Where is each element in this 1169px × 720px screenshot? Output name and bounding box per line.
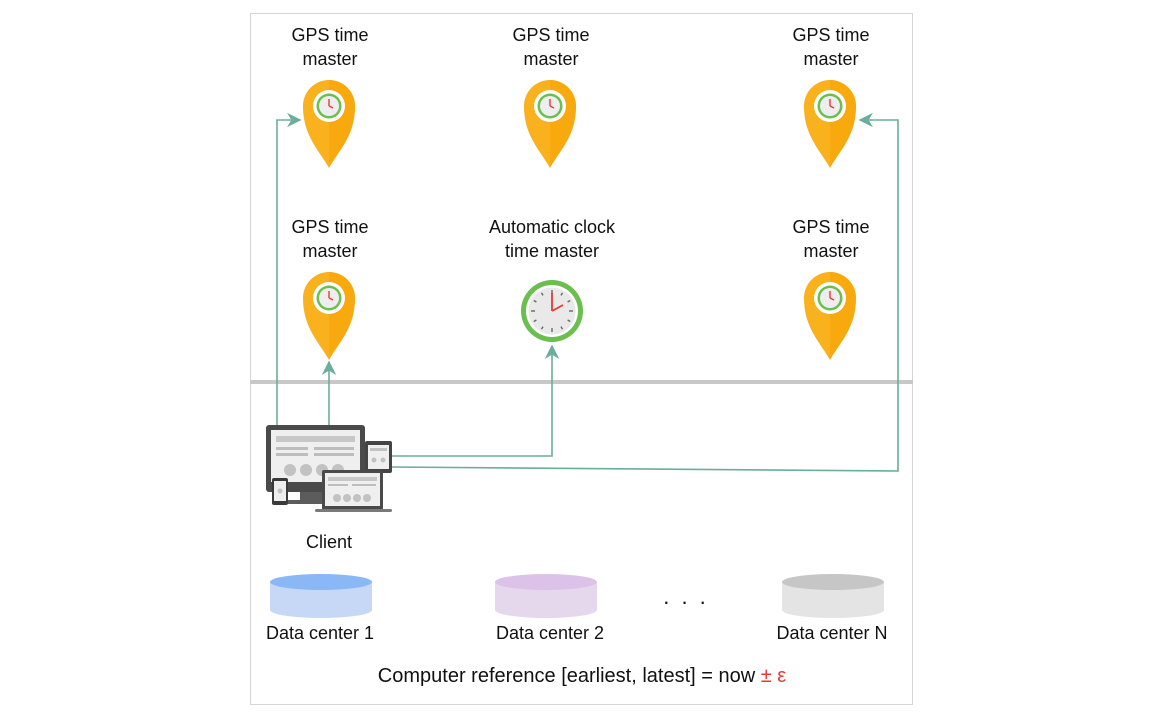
map-pin-icon <box>302 79 356 169</box>
database-icon <box>270 574 372 618</box>
uncertainty-symbol: ± ε <box>760 665 787 687</box>
datacenter-label: Data center N <box>776 623 888 643</box>
gps-master-label: GPS time master <box>291 25 369 69</box>
caption: Computer reference [earliest, latest] = … <box>378 665 786 688</box>
divider-line <box>250 380 913 384</box>
map-pin-icon <box>803 79 857 169</box>
datacenter-label: Data center 1 <box>265 623 375 643</box>
datacenter-label: Data center 2 <box>495 623 605 643</box>
arrow-to-top-right-master <box>391 112 899 472</box>
database-icon <box>495 574 597 618</box>
clock-master-label: Automatic clock time master <box>488 217 616 261</box>
ellipsis: . . . <box>663 584 709 609</box>
devices-icon <box>266 425 392 512</box>
map-pin-icon <box>523 79 577 169</box>
database-icon <box>782 574 884 618</box>
gps-master-label: GPS time master <box>291 217 369 261</box>
clock-icon <box>521 280 583 342</box>
arrow-to-top-left-master <box>276 112 302 428</box>
map-pin-icon <box>803 271 857 361</box>
gps-master-label: GPS time master <box>792 217 870 261</box>
client-label: Client <box>305 532 353 552</box>
map-pin-icon <box>302 271 356 361</box>
gps-master-label: GPS time master <box>512 25 590 69</box>
gps-master-label: GPS time master <box>792 25 870 69</box>
arrow-to-clock-master <box>392 344 560 457</box>
caption-text: Computer reference [earliest, latest] = … <box>377 665 761 687</box>
diagram-frame <box>250 13 913 705</box>
